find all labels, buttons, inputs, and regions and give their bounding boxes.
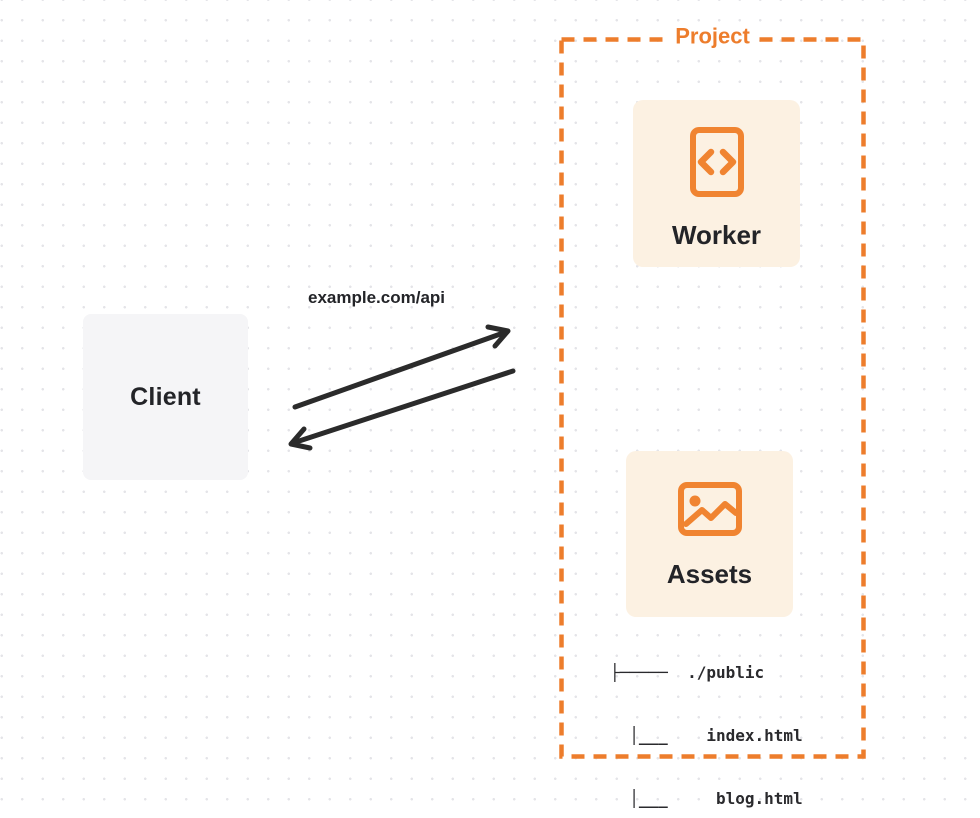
project-dashed-border [559,37,866,759]
arrowhead-left-icon [288,426,313,451]
client-label: Client [130,382,201,411]
project-group: Project Worker Assets [559,23,866,808]
project-label: Project [668,23,757,50]
tree-line-blog: │___ blog.html [610,789,803,808]
assets-file-tree: ├───── ./public │___ index.html │___ blo… [610,620,803,818]
code-file-icon [689,127,744,197]
tree-line-public: ├───── ./public [610,663,765,682]
assets-node: Assets [626,451,793,617]
request-arrow [292,324,511,410]
arrowhead-right-icon [485,324,511,349]
request-url-label: example.com/api [308,288,446,307]
client-node: Client [83,314,248,480]
worker-label: Worker [671,220,762,250]
image-icon [677,482,742,536]
worker-node: Worker [633,100,800,267]
response-arrow [288,368,516,451]
tree-line-index: │___ index.html [610,726,803,745]
assets-label: Assets [666,559,753,589]
